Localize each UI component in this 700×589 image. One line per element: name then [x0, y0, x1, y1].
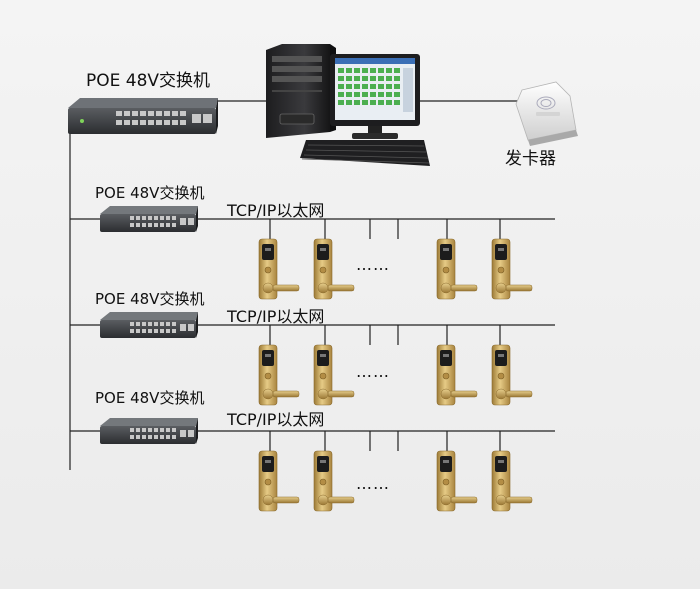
segment-switch-icon: [100, 206, 198, 232]
door-lock-icon: [491, 344, 533, 406]
pc-tower: [266, 44, 336, 138]
door-lock-icon: [491, 450, 533, 512]
computer-icon: [266, 44, 430, 166]
door-lock-icon: [436, 238, 478, 300]
door-lock-icon: [436, 344, 478, 406]
door-lock-icon: [258, 344, 300, 406]
door-locks: [258, 238, 533, 512]
door-lock-icon: [313, 450, 355, 512]
more-locks-ellipsis: ……: [356, 255, 390, 274]
door-lock-icon: [313, 238, 355, 300]
pc-keyboard: [300, 140, 430, 166]
more-locks-ellipsis: ……: [356, 362, 390, 381]
card-issuer-label: 发卡器: [505, 149, 556, 169]
segment-switch-label: POE 48V交换机: [95, 184, 205, 202]
main-switch-label: POE 48V交换机: [86, 71, 211, 91]
door-lock-icon: [258, 450, 300, 512]
network-label: TCP/IP以太网: [227, 410, 325, 429]
segment-switch-label: POE 48V交换机: [95, 290, 205, 308]
network-label: TCP/IP以太网: [227, 307, 325, 326]
network-label: TCP/IP以太网: [227, 201, 325, 220]
pc-monitor: [330, 54, 420, 139]
segment-switch-label: POE 48V交换机: [95, 389, 205, 407]
main-switch-icon: [68, 98, 218, 134]
door-lock-icon: [436, 450, 478, 512]
card-reader-icon: [515, 81, 578, 146]
door-lock-icon: [313, 344, 355, 406]
segment-switch-icon: [100, 312, 198, 338]
door-lock-icon: [491, 238, 533, 300]
more-locks-ellipsis: ……: [356, 474, 390, 493]
segment-switch-icon: [100, 418, 198, 444]
door-lock-icon: [258, 238, 300, 300]
